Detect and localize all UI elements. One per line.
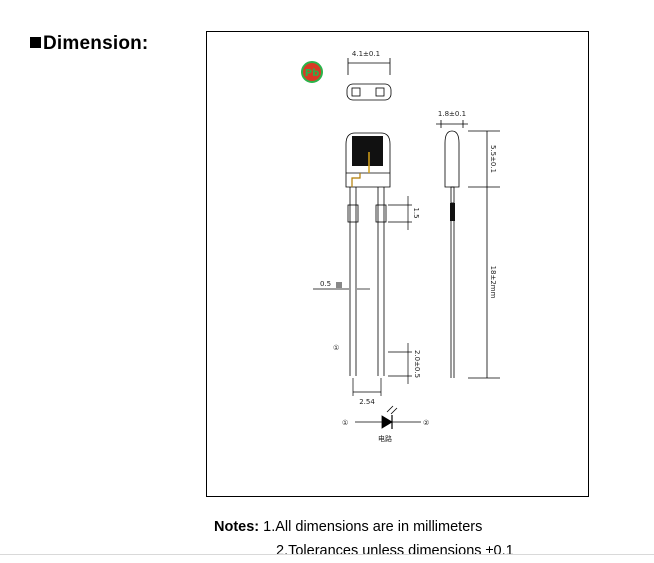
schematic-pin1-label: ① <box>342 419 348 427</box>
lead-width-marker <box>336 282 342 288</box>
note-line-1: 1.All dimensions are in millimeters <box>263 519 483 535</box>
schematic-symbol <box>355 405 421 429</box>
pin1-label: ① <box>333 344 339 352</box>
tab-length-label: 1.5 <box>412 207 420 218</box>
pb-badge-text: Pb <box>305 68 320 79</box>
bottom-divider <box>0 554 654 555</box>
notes-label: Notes: <box>214 519 260 535</box>
top-width-label: 4.1±0.1 <box>352 50 380 58</box>
drawing-frame <box>206 31 589 497</box>
top-view <box>346 58 392 101</box>
pitch-label: 2.54 <box>359 398 375 406</box>
pb-free-badge: Pb <box>301 61 323 83</box>
lead-width-label: 0.5 <box>320 280 331 288</box>
front-view <box>345 132 391 376</box>
tab-length-dimension <box>388 196 412 230</box>
section-heading-text: Dimension: <box>43 33 149 54</box>
body-height-label: 5.5±0.1 <box>489 145 497 173</box>
pitch-dimension <box>352 378 382 396</box>
notes-block: Notes: 1.All dimensions are in millimete… <box>214 515 514 563</box>
die-chip <box>352 136 383 166</box>
schematic-caption: 电路 <box>378 434 392 443</box>
side-width-label: 1.8±0.1 <box>438 110 466 118</box>
lead-end-dimension <box>388 343 412 384</box>
note-line-2: 2.Tolerances unless dimensions ±0.1 <box>276 543 514 559</box>
schematic-pin2-label: ② <box>423 419 429 427</box>
lead-end-label: 2.0±0.5 <box>413 350 421 378</box>
side-lead-band <box>450 203 455 221</box>
square-bullet-icon <box>30 37 41 48</box>
side-view <box>436 120 500 379</box>
lead-length-label: 18±2mm <box>489 266 497 299</box>
section-heading: Dimension: <box>30 33 148 55</box>
